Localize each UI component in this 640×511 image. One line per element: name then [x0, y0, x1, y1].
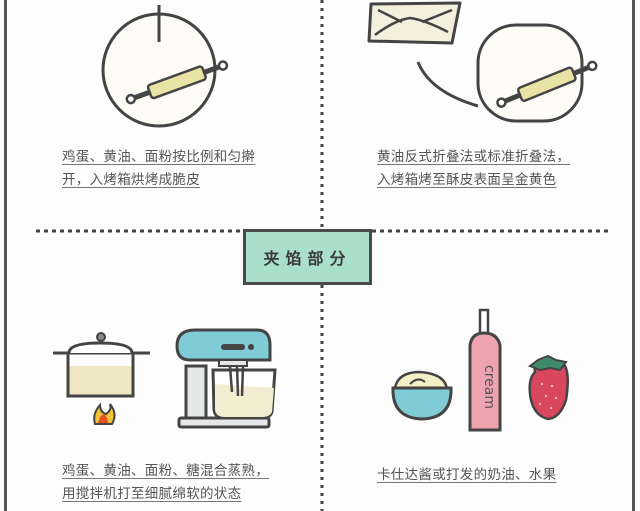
caption-line: 黄油反式折叠法或标准折叠法，: [377, 149, 571, 165]
caption-line: 鸡蛋、黄油、面粉按比例和匀擀: [62, 149, 256, 165]
dough-rolling-pin-icon: [101, 5, 229, 128]
crust-step2-caption: 黄油反式折叠法或标准折叠法， 入烤箱烤至酥皮表面呈金黄色: [377, 146, 570, 192]
filling-step2-caption: 卡仕达酱或打发的奶油、水果: [377, 464, 556, 487]
cream-bowl-icon: [391, 370, 453, 421]
caption-line: 卡仕达酱或打发的奶油、水果: [377, 467, 557, 483]
cream-bottle-icon: cream: [468, 308, 502, 432]
caption-line: 用搅拌机打至细腻绵软的状态: [62, 486, 242, 502]
caption-line: 入烤箱烤至酥皮表面呈金黄色: [377, 172, 557, 188]
filling-section-header: 夹馅部分: [243, 229, 372, 285]
right-border: [632, 0, 635, 511]
strawberry-icon: [527, 354, 569, 421]
stand-mixer-icon: [175, 328, 277, 429]
crust-step1-caption: 鸡蛋、黄油、面粉按比例和匀擀 开，入烤箱烘烤成脆皮: [62, 146, 255, 192]
cream-label: cream: [481, 365, 497, 409]
left-border: [4, 0, 7, 511]
filling-step1-caption: 鸡蛋、黄油、面粉、糖混合蒸熟， 用搅拌机打至细腻绵软的状态: [62, 460, 269, 506]
pot-on-fire-icon: [53, 332, 150, 425]
caption-line: 鸡蛋、黄油、面粉、糖混合蒸熟，: [62, 463, 269, 479]
folded-pastry-icon: [367, 1, 598, 123]
caption-line: 开，入烤箱烘烤成脆皮: [62, 172, 200, 188]
